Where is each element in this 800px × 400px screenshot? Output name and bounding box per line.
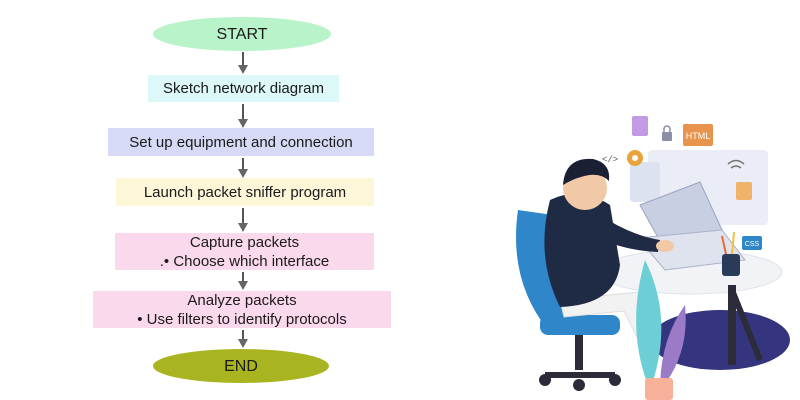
step-title: Capture packets [189,233,300,251]
floating-panel-2 [630,162,660,202]
step-detail: • Use filters to identify protocols [137,310,347,328]
person-arm [592,215,660,252]
step-set-up-equipment: Set up equipment and connection [108,128,374,156]
end-label: END [224,357,258,375]
purple-card [632,116,648,136]
step-title: Launch packet sniffer program [143,183,347,201]
step-launch-packet-sniffer: Launch packet sniffer program [116,178,374,206]
step-analyze-packets: Analyze packets • Use filters to identif… [93,291,391,328]
arrow-5 [238,272,248,290]
desk-leg-2 [729,288,763,362]
end-node: END [153,349,329,383]
step-title: Sketch network diagram [163,80,324,97]
chair-wheel [573,379,585,391]
plant-leaf-teal [636,260,662,390]
laptop-base [637,229,746,271]
pen-cup [722,254,740,276]
developer-illustration: HTML </> CSS [516,116,790,400]
css-badge: CSS [745,241,760,248]
person-hair [563,158,610,185]
desk-leg [728,285,736,365]
arrow-3 [238,158,248,178]
person-torso [544,193,620,307]
plant-pot [645,378,673,400]
code-tag: </> [602,155,618,165]
html-badge: HTML [686,131,711,141]
lock-icon [662,125,672,141]
wifi-icon [727,159,745,169]
orange-card [736,182,752,200]
start-label: START [216,25,268,43]
step-capture-packets: Capture packets .• Choose which interfac… [115,233,374,270]
plant-leaf-purple [660,305,686,390]
arrow-1 [238,52,248,74]
arrow-6 [238,330,248,348]
person-hand [656,240,674,252]
chair-wheel [609,374,621,386]
step-title: Set up equipment and connection [129,133,353,151]
step-title: Analyze packets [187,291,297,309]
step-sketch-network-diagram: Sketch network diagram [148,75,339,102]
gear-icon [627,150,643,166]
step-detail: .• Choose which interface [159,252,330,270]
arrow-4 [238,208,248,232]
chair-wheel [539,374,551,386]
chair-post [575,335,583,370]
pen [731,231,735,255]
pen [721,235,727,255]
start-node: START [153,17,331,51]
css-badge-bg [742,236,762,250]
chair-seat [540,315,620,335]
html-badge-bg [683,124,713,146]
arrow-2 [238,104,248,128]
